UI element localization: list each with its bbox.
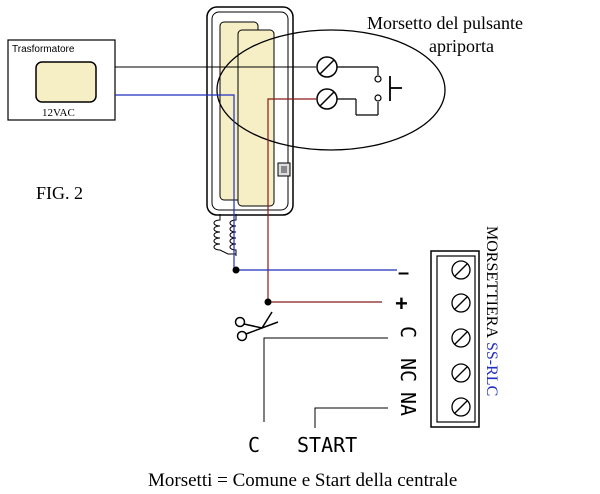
coiled-cord-left [213,214,236,255]
transformer: Trasformatore 12VAC [7,39,116,121]
terminal-screw-3 [451,328,471,348]
handset-switch-knob [281,166,287,173]
button-label-line1: Morsetto del pulsante [367,13,523,33]
terminal-block-label: MORSETTIERA SS-RLC [483,226,500,396]
screw-terminal-top [316,56,338,78]
diagram-caption: Morsetti = Comune e Start della centrale [148,470,457,491]
button-terminal-highlight [216,29,446,151]
wire-start [314,407,388,428]
transformer-voltage: 12VAC [42,107,75,119]
junction-plus [264,298,272,306]
fig-label: FIG. 2 [36,183,83,203]
terminal-label-c: C [396,326,420,338]
terminal-block [430,250,480,428]
bottom-label-start: START [297,433,357,457]
transformer-coil [35,61,97,103]
terminal-block-name: MORSETTIERA [483,226,500,338]
terminal-screw-4 [451,363,471,383]
terminal-screw-1 [451,260,471,280]
intercom-handset [206,6,294,256]
coiled-cord [229,214,237,256]
terminal-label-nc: NC [396,358,420,382]
transformer-wire-blue [115,94,235,270]
junction-minus [232,266,240,274]
scissors-icon [234,311,279,342]
push-button [337,66,402,116]
wire-common [263,337,388,422]
terminal-screw-2 [451,293,471,313]
terminal-block-model: SS-RLC [483,342,500,396]
handset-right [237,29,275,207]
terminal-screw-5 [451,397,471,417]
screw-terminal-bottom [316,88,338,110]
button-label-line2: apriporta [429,36,494,56]
terminal-label-minus: – [398,262,409,284]
intercom-inner-frame [211,11,289,211]
button-wire-red [267,98,316,302]
terminal-label-plus: + [395,291,408,316]
terminal-label-na: NA [396,392,420,416]
transformer-title: Trasformatore [12,44,75,55]
bottom-label-common: C [248,433,260,457]
